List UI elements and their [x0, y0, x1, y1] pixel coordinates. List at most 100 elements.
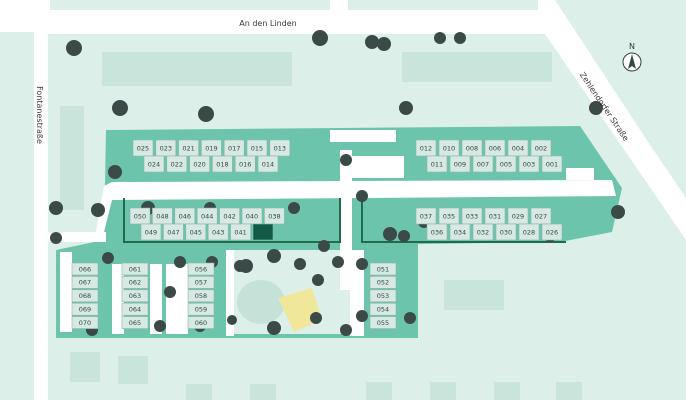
unit-035[interactable]: 035: [438, 207, 460, 225]
unit-064[interactable]: 064: [121, 302, 149, 316]
unit-050[interactable]: 050: [129, 207, 151, 225]
unit-049[interactable]: 049: [140, 223, 162, 241]
unit-059[interactable]: 059: [187, 302, 215, 316]
unit-005[interactable]: 005: [495, 155, 517, 173]
unit-040[interactable]: 040: [241, 207, 263, 225]
tree-icon: [102, 252, 114, 264]
tree-icon: [267, 249, 281, 263]
unit-020[interactable]: 020: [189, 155, 210, 173]
unit-label: 024: [148, 160, 160, 168]
unit-001[interactable]: 001: [541, 155, 563, 173]
unit-055[interactable]: 055: [369, 316, 397, 329]
unit-019[interactable]: 019: [201, 139, 222, 157]
unit-label: 005: [500, 160, 512, 168]
unit-067[interactable]: 067: [71, 276, 99, 289]
unit-label: 011: [431, 160, 443, 168]
unit-label: 007: [477, 160, 489, 168]
unit-046[interactable]: 046: [174, 207, 196, 225]
unit-026[interactable]: 026: [541, 223, 563, 241]
unit-042[interactable]: 042: [219, 207, 240, 225]
tree-icon: [91, 203, 105, 217]
parking-areas: [60, 130, 594, 334]
unit-043[interactable]: 043: [207, 223, 229, 241]
unit-027[interactable]: 027: [530, 207, 552, 225]
unit-008[interactable]: 008: [461, 139, 483, 157]
unit-032[interactable]: 032: [472, 223, 494, 241]
unit-014[interactable]: 014: [257, 155, 279, 173]
unit-037[interactable]: 037: [415, 207, 437, 225]
tree-icon: [112, 100, 128, 116]
unit-062[interactable]: 062: [121, 276, 149, 289]
unit-013[interactable]: 013: [269, 139, 291, 157]
unit-025[interactable]: 025: [132, 139, 154, 157]
unit-047[interactable]: 047: [163, 223, 184, 241]
unit-007[interactable]: 007: [472, 155, 494, 173]
unit-054[interactable]: 054: [369, 302, 397, 316]
north-arrow-icon: [622, 52, 642, 72]
tree-icon: [398, 230, 410, 242]
unit-061[interactable]: 061: [121, 262, 149, 276]
unit-label: 035: [443, 212, 455, 220]
unit-028[interactable]: 028: [518, 223, 540, 241]
unit-024[interactable]: 024: [143, 155, 165, 173]
unit-021[interactable]: 021: [178, 139, 199, 157]
unit-060[interactable]: 060: [187, 316, 215, 329]
unit-016[interactable]: 016: [234, 155, 256, 173]
unit-label: 058: [195, 292, 207, 300]
unit-label: 038: [268, 212, 280, 220]
unit-056[interactable]: 056: [187, 262, 215, 276]
unit-022[interactable]: 022: [166, 155, 188, 173]
unit-label: 066: [79, 265, 91, 273]
unit-label: 015: [251, 144, 263, 152]
unit-069[interactable]: 069: [71, 302, 99, 316]
unit-023[interactable]: 023: [155, 139, 177, 157]
unit-041[interactable]: 041: [230, 223, 251, 241]
unit-031[interactable]: 031: [484, 207, 506, 225]
unit-051[interactable]: 051: [369, 262, 397, 276]
unit-label: 006: [489, 144, 501, 152]
unit-038[interactable]: 038: [264, 207, 285, 225]
unit-010[interactable]: 010: [438, 139, 460, 157]
unit-057[interactable]: 057: [187, 276, 215, 289]
unit-045[interactable]: 045: [185, 223, 207, 241]
unit-label: 064: [129, 306, 141, 314]
unit-036[interactable]: 036: [426, 223, 448, 241]
unit-017[interactable]: 017: [223, 139, 245, 157]
unit-009[interactable]: 009: [449, 155, 471, 173]
unit-011[interactable]: 011: [426, 155, 448, 173]
unit-018[interactable]: 018: [212, 155, 233, 173]
tree-icon: [365, 35, 379, 49]
unit-034[interactable]: 034: [449, 223, 471, 241]
tree-icon: [174, 256, 186, 268]
unit-048[interactable]: 048: [152, 207, 173, 225]
unit-033[interactable]: 033: [461, 207, 483, 225]
unit-029[interactable]: 029: [507, 207, 529, 225]
tree-icon: [239, 259, 253, 273]
unit-044[interactable]: 044: [196, 207, 218, 225]
unit-058[interactable]: 058: [187, 289, 215, 303]
unit-015[interactable]: 015: [246, 139, 268, 157]
unit-052[interactable]: 052: [369, 276, 397, 289]
unit-label: 065: [129, 319, 141, 327]
unit-030[interactable]: 030: [495, 223, 517, 241]
unit-006[interactable]: 006: [484, 139, 506, 157]
unit-003[interactable]: 003: [518, 155, 540, 173]
unit-053[interactable]: 053: [369, 289, 397, 303]
tree-icon: [611, 205, 625, 219]
unit-002[interactable]: 002: [530, 139, 552, 157]
unit-label: 031: [489, 212, 501, 220]
unit-label: 026: [546, 228, 558, 236]
unit-065[interactable]: 065: [121, 316, 149, 329]
unit-068[interactable]: 068: [71, 289, 99, 303]
unit-070[interactable]: 070: [71, 316, 99, 329]
unit-label: 049: [145, 228, 157, 236]
unit-label: 051: [377, 265, 389, 273]
unit-label: 048: [156, 212, 168, 220]
unit-004[interactable]: 004: [507, 139, 529, 157]
unit-066[interactable]: 066: [71, 262, 99, 276]
unit-label: 002: [535, 144, 547, 152]
tree-icon: [310, 312, 322, 324]
unit-039[interactable]: 039: [252, 223, 274, 241]
unit-063[interactable]: 063: [121, 289, 149, 303]
unit-012[interactable]: 012: [415, 139, 437, 157]
